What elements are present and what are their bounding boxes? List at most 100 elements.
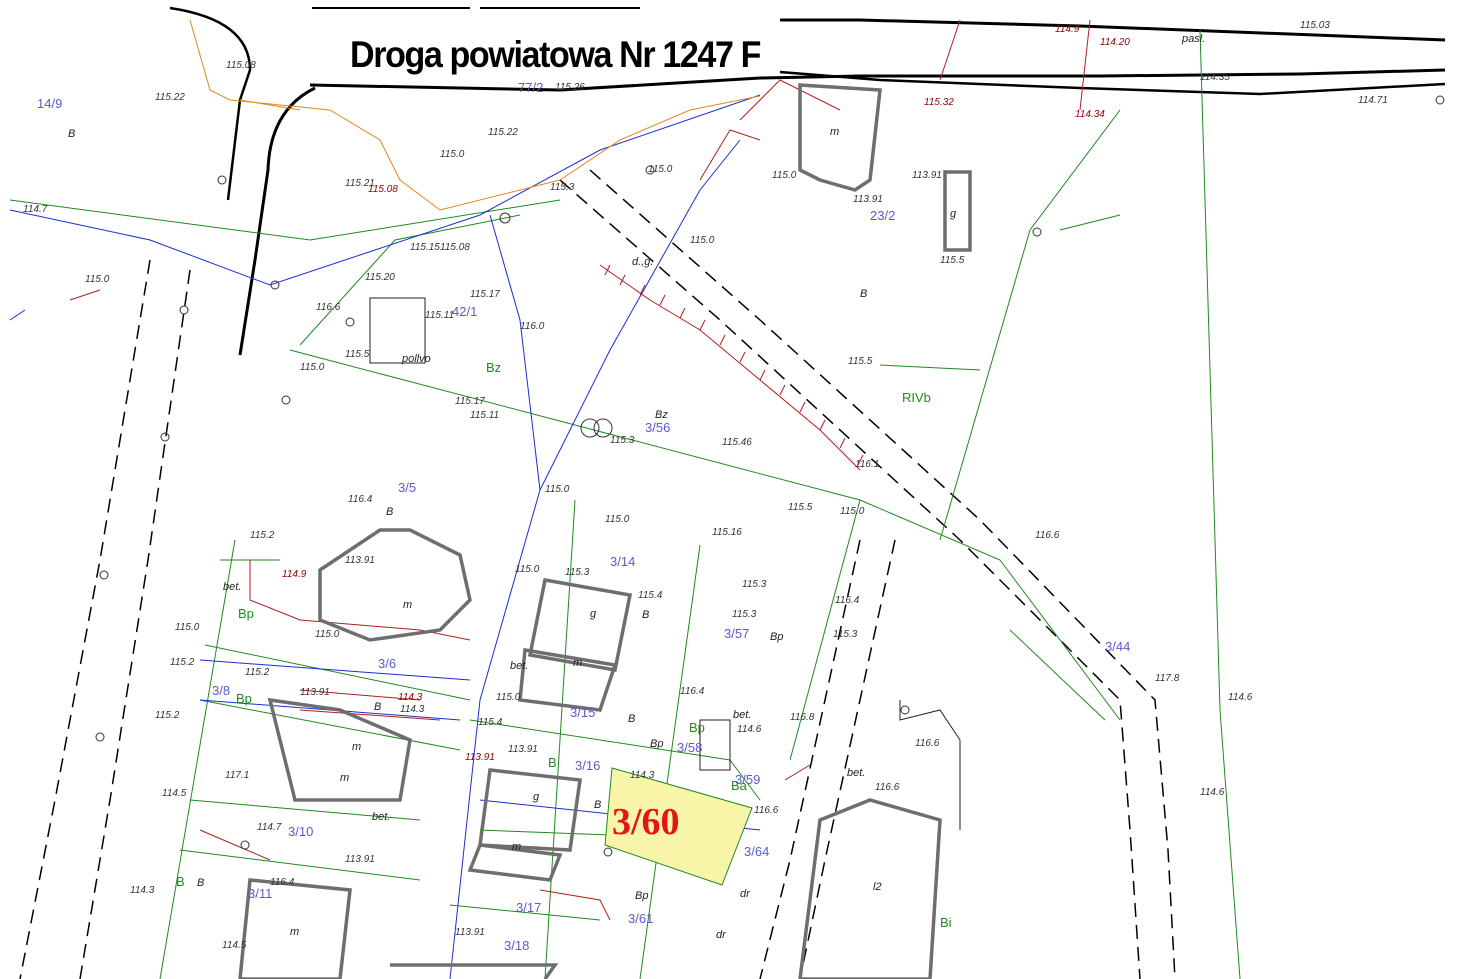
svg-text:115.17: 115.17: [470, 289, 500, 300]
land-use-label: B: [548, 755, 557, 770]
land-use-label: B: [386, 506, 393, 518]
parcel-number: 3/56: [645, 420, 670, 435]
svg-text:115.22: 115.22: [155, 92, 185, 103]
svg-text:115.0: 115.0: [605, 514, 630, 525]
svg-text:113.91: 113.91: [912, 170, 942, 181]
parcel-number: 3/14: [610, 554, 635, 569]
svg-text:113.91: 113.91: [508, 744, 538, 755]
building-label: g: [590, 608, 597, 620]
svg-text:115.2: 115.2: [155, 710, 180, 721]
svg-text:115.4: 115.4: [478, 717, 503, 728]
svg-text:115.26: 115.26: [555, 82, 585, 93]
parcel-number: 14/9: [37, 96, 62, 111]
svg-text:116.4: 116.4: [835, 595, 860, 606]
svg-text:115.22: 115.22: [488, 127, 518, 138]
svg-text:bet.: bet.: [223, 581, 241, 593]
svg-text:115.5: 115.5: [345, 349, 370, 360]
svg-text:115.15: 115.15: [410, 242, 440, 253]
svg-text:115.0: 115.0: [85, 274, 110, 285]
svg-text:114.3: 114.3: [630, 770, 655, 781]
building-label: m: [340, 772, 349, 784]
parcel-number: 3/59: [735, 772, 760, 787]
svg-text:115.0: 115.0: [772, 170, 797, 181]
land-use-label: B: [594, 799, 601, 811]
gas-lines: [189, 19, 761, 211]
parcel-number: 3/6: [378, 656, 396, 671]
land-use-label: Bz: [655, 409, 668, 421]
svg-text:115.2: 115.2: [245, 667, 270, 678]
svg-text:114.3: 114.3: [130, 885, 155, 896]
sheds: [369, 297, 961, 830]
annotations: bet. bet. bet. bet. bet. dr dr d.,g. pol…: [223, 33, 1205, 941]
svg-text:114.7: 114.7: [23, 204, 48, 215]
svg-text:115.0: 115.0: [545, 484, 570, 495]
svg-text:115.03: 115.03: [1300, 20, 1330, 31]
svg-text:113.91: 113.91: [345, 555, 375, 566]
svg-text:115.0: 115.0: [300, 362, 325, 373]
svg-text:115.11: 115.11: [470, 410, 499, 421]
svg-text:115.5: 115.5: [940, 255, 965, 266]
svg-text:117.1: 117.1: [225, 770, 249, 781]
svg-text:114.20: 114.20: [1100, 37, 1130, 48]
svg-text:bet.: bet.: [733, 709, 751, 721]
building-labels: m g m g m m m g m m l2: [290, 126, 957, 938]
svg-text:115.3: 115.3: [833, 629, 858, 640]
svg-text:114.6: 114.6: [1200, 787, 1225, 798]
parcel-number: 3/17: [516, 900, 541, 915]
svg-text:dr: dr: [740, 888, 751, 900]
svg-text:113.91: 113.91: [465, 752, 495, 763]
land-use-label: Bi: [940, 915, 952, 930]
svg-text:115.08: 115.08: [440, 242, 470, 253]
building-label: m: [290, 926, 299, 938]
land-use-label: Bz: [486, 360, 501, 375]
svg-text:115.17: 115.17: [455, 396, 485, 407]
svg-text:115.08: 115.08: [226, 60, 256, 71]
svg-text:116.6: 116.6: [754, 805, 779, 816]
svg-text:bet.: bet.: [372, 811, 390, 823]
svg-text:115.0: 115.0: [440, 149, 465, 160]
svg-text:pasl.: pasl.: [1181, 33, 1205, 45]
building-label: m: [403, 599, 412, 611]
svg-text:115.0: 115.0: [175, 622, 200, 633]
land-use-label: B: [642, 609, 649, 621]
svg-text:115.11: 115.11: [425, 310, 454, 321]
svg-text:115.32: 115.32: [924, 97, 954, 108]
power-lines: [69, 19, 1091, 921]
parcel-number: 3/16: [575, 758, 600, 773]
parcel-number: 3/57: [724, 626, 749, 641]
svg-text:116.6: 116.6: [915, 738, 940, 749]
svg-text:115.3: 115.3: [732, 609, 757, 620]
building-label: g: [533, 791, 540, 803]
embankment: [599, 264, 864, 471]
building-label: m: [512, 841, 521, 853]
land-use-label: B: [860, 288, 867, 300]
svg-text:pollvo: pollvo: [401, 353, 431, 365]
svg-text:115.0: 115.0: [315, 629, 340, 640]
svg-text:114.6: 114.6: [1228, 692, 1253, 703]
svg-text:113.91: 113.91: [300, 687, 330, 698]
parcel-number: 3/11: [248, 886, 272, 901]
road-elevations: 114.9 114.20 114.34 115.32 115.08 114.9 …: [282, 24, 1130, 763]
svg-text:115.2: 115.2: [250, 530, 275, 541]
svg-text:114.35: 114.35: [1200, 72, 1230, 83]
building-label: l2: [873, 881, 882, 893]
land-use-label: B: [176, 874, 185, 889]
svg-text:115.0: 115.0: [515, 564, 540, 575]
parcel-boundaries: [9, 29, 1241, 979]
svg-text:116.0: 116.0: [520, 321, 545, 332]
svg-text:113.91: 113.91: [345, 854, 375, 865]
highlighted-parcel-3-60[interactable]: [604, 767, 753, 886]
svg-text:115.21: 115.21: [345, 178, 375, 189]
svg-text:115.3: 115.3: [742, 579, 767, 590]
parcel-number: 3/8: [212, 683, 230, 698]
building-label: m: [573, 657, 582, 669]
svg-text:114.3: 114.3: [400, 704, 425, 715]
svg-text:113.91: 113.91: [455, 927, 485, 938]
svg-text:115.2: 115.2: [170, 657, 195, 668]
svg-text:114.5: 114.5: [162, 788, 187, 799]
svg-text:115.4: 115.4: [638, 590, 663, 601]
svg-text:115.5: 115.5: [848, 356, 873, 367]
page-title: Droga powiatowa Nr 1247 F: [350, 34, 761, 75]
svg-text:116.1: 116.1: [855, 459, 879, 470]
